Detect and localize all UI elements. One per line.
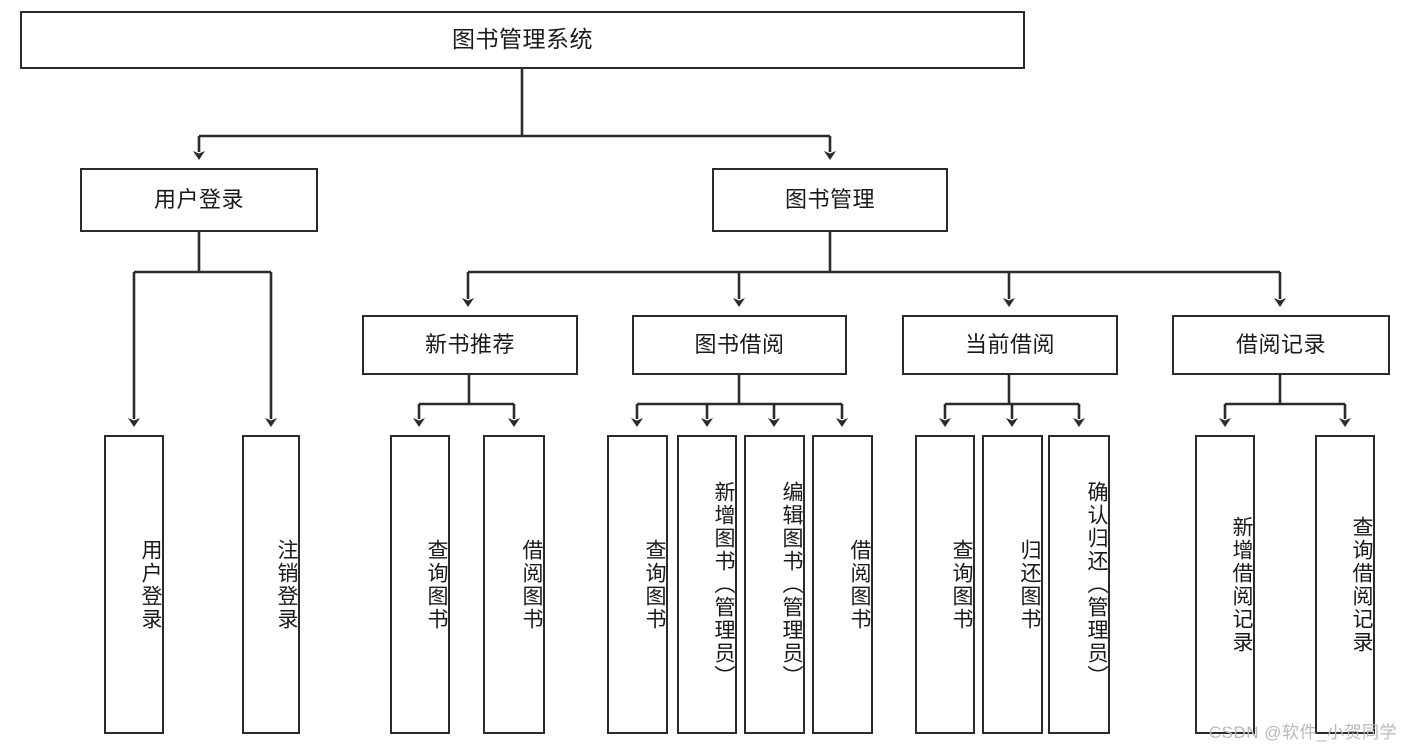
node-leaf-confirm-return[interactable]: 确认归还（管理员） bbox=[1048, 435, 1110, 734]
node-leaf-query-book-2[interactable]: 查询图书 bbox=[607, 435, 668, 734]
node-leaf-user-login[interactable]: 用户登录 bbox=[104, 435, 164, 734]
node-leaf-borrow-book-1-label: 借阅图书 bbox=[520, 538, 543, 631]
node-leaf-add-book[interactable]: 新增图书（管理员） bbox=[677, 435, 737, 734]
node-leaf-query-book-1-label: 查询图书 bbox=[425, 538, 448, 631]
node-book-management-label: 图书管理 bbox=[784, 186, 875, 212]
node-user-login[interactable]: 用户登录 bbox=[80, 168, 318, 232]
node-leaf-add-borrow-record-label: 新增借阅记录 bbox=[1230, 515, 1253, 654]
node-leaf-add-book-label: 新增图书（管理员） bbox=[712, 481, 735, 688]
node-leaf-user-login-label: 用户登录 bbox=[139, 538, 162, 631]
node-borrow-record[interactable]: 借阅记录 bbox=[1172, 315, 1390, 375]
node-book-borrow[interactable]: 图书借阅 bbox=[632, 315, 847, 375]
node-leaf-query-book-1[interactable]: 查询图书 bbox=[390, 435, 450, 734]
node-leaf-add-borrow-record[interactable]: 新增借阅记录 bbox=[1195, 435, 1255, 734]
node-current-borrow-label: 当前借阅 bbox=[964, 331, 1055, 357]
node-user-login-label: 用户登录 bbox=[153, 186, 244, 212]
node-leaf-edit-book-label: 编辑图书（管理员） bbox=[780, 481, 803, 688]
watermark: CSDN @软件_小贺同学 bbox=[1208, 723, 1397, 742]
node-leaf-query-borrow-record-label: 查询借阅记录 bbox=[1350, 515, 1373, 654]
node-leaf-borrow-book-2-label: 借阅图书 bbox=[848, 538, 871, 631]
node-leaf-query-borrow-record[interactable]: 查询借阅记录 bbox=[1315, 435, 1375, 734]
node-leaf-confirm-return-label: 确认归还（管理员） bbox=[1085, 481, 1108, 688]
node-leaf-logout-label: 注销登录 bbox=[275, 538, 298, 631]
node-leaf-query-book-3-label: 查询图书 bbox=[950, 538, 973, 631]
node-current-borrow[interactable]: 当前借阅 bbox=[902, 315, 1118, 375]
node-leaf-query-book-2-label: 查询图书 bbox=[643, 538, 666, 631]
node-leaf-logout[interactable]: 注销登录 bbox=[242, 435, 300, 734]
node-leaf-borrow-book-1[interactable]: 借阅图书 bbox=[483, 435, 545, 734]
node-new-book-recommend[interactable]: 新书推荐 bbox=[362, 315, 578, 375]
node-root-system[interactable]: 图书管理系统 bbox=[20, 11, 1025, 69]
node-book-management[interactable]: 图书管理 bbox=[712, 168, 948, 232]
node-root-label: 图书管理系统 bbox=[452, 26, 593, 53]
node-leaf-query-book-3[interactable]: 查询图书 bbox=[915, 435, 975, 734]
node-borrow-record-label: 借阅记录 bbox=[1235, 331, 1326, 357]
node-leaf-return-book[interactable]: 归还图书 bbox=[982, 435, 1043, 734]
node-book-borrow-label: 图书借阅 bbox=[694, 331, 785, 357]
node-leaf-return-book-label: 归还图书 bbox=[1018, 538, 1041, 631]
node-leaf-edit-book[interactable]: 编辑图书（管理员） bbox=[744, 435, 805, 734]
node-leaf-borrow-book-2[interactable]: 借阅图书 bbox=[812, 435, 873, 734]
node-new-book-recommend-label: 新书推荐 bbox=[424, 331, 515, 357]
